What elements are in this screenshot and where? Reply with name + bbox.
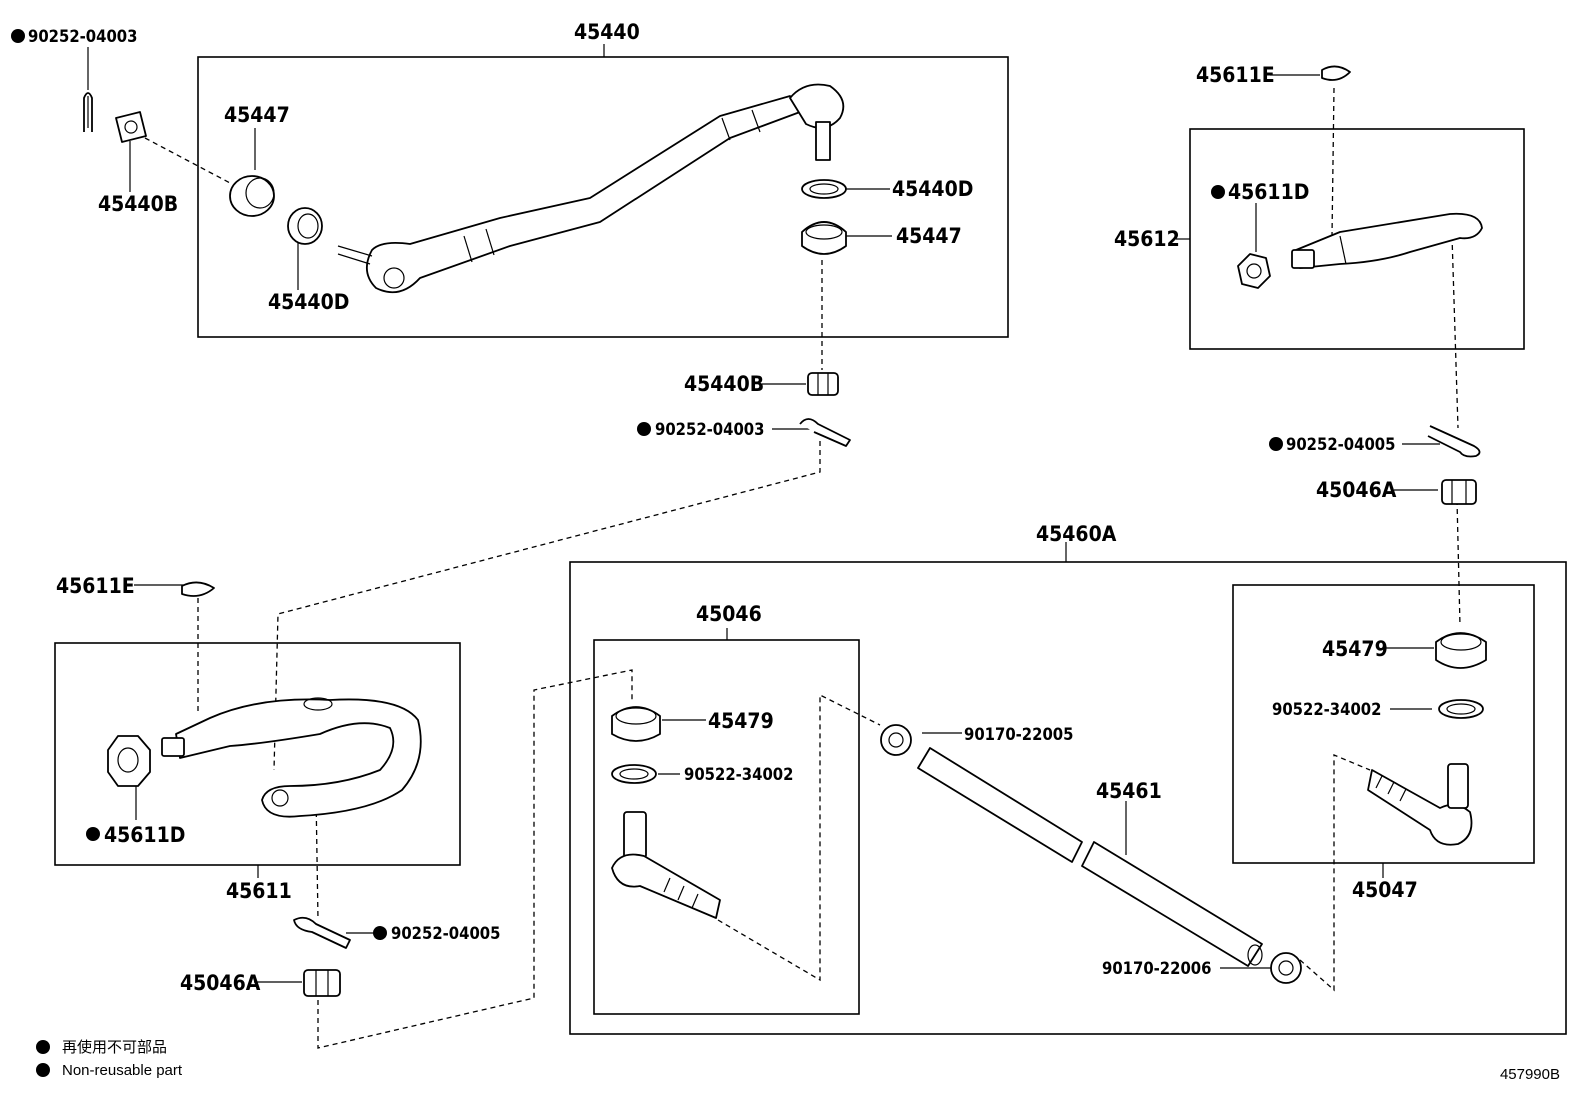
adjusting-tube-icon — [917, 747, 1263, 967]
label-45611D-top: 45611D — [1228, 180, 1309, 204]
label-90170-22005: 90170-22005 — [964, 725, 1073, 744]
castle-nut-icon — [1441, 479, 1477, 505]
knuckle-arm-icon — [161, 697, 422, 818]
castle-nut-icon — [303, 969, 341, 997]
label-45047: 45047 — [1352, 878, 1418, 902]
non-reusable-bullet-icon — [637, 422, 651, 436]
group-box-45440 — [197, 56, 1009, 338]
castle-nut-icon — [807, 372, 839, 396]
seal-ring-icon — [1438, 699, 1484, 719]
label-45440B-left: 45440B — [98, 192, 178, 216]
dust-seal-icon — [801, 221, 847, 255]
tube-clamp-icon — [880, 724, 912, 756]
label-45046: 45046 — [696, 602, 762, 626]
drag-link-icon — [337, 83, 845, 294]
label-45611E-top: 45611E — [1196, 63, 1275, 87]
cotter-pin-icon — [799, 418, 851, 447]
label-45440: 45440 — [574, 20, 640, 44]
label-45440B-middle: 45440B — [684, 372, 764, 396]
seal-ring-icon — [801, 179, 847, 199]
dust-seal-icon — [611, 706, 661, 742]
non-reusable-bullet-icon — [36, 1040, 50, 1054]
label-45440D-left: 45440D — [268, 290, 349, 314]
tie-rod-end-icon — [611, 811, 721, 919]
legend-row-en: Non-reusable part — [36, 1062, 182, 1079]
label-45440D-right: 45440D — [892, 177, 973, 201]
castle-nut-icon — [115, 111, 147, 143]
non-reusable-bullet-icon — [11, 29, 25, 43]
hex-nut-icon — [1237, 253, 1271, 289]
woodruff-key-icon — [1321, 65, 1351, 81]
dust-seal-icon — [229, 175, 275, 217]
label-90252-04003-top: 90252-04003 — [28, 27, 137, 46]
label-90522-34002-right: 90522-34002 — [1272, 700, 1381, 719]
label-45046A-right: 45046A — [1316, 478, 1397, 502]
tie-rod-end-icon — [1367, 763, 1473, 846]
non-reusable-bullet-icon — [1211, 185, 1225, 199]
dust-seal-icon — [1435, 632, 1487, 669]
label-90252-04003-middle: 90252-04003 — [655, 420, 764, 439]
cotter-pin-icon — [1427, 425, 1481, 458]
label-90252-04005-right: 90252-04005 — [1286, 435, 1395, 454]
legend-row-jp: 再使用不可部品 — [36, 1036, 167, 1057]
non-reusable-bullet-icon — [86, 827, 100, 841]
label-90522-34002-left: 90522-34002 — [684, 765, 793, 784]
seal-ring-icon — [611, 764, 657, 784]
legend-en-text: Non-reusable part — [62, 1062, 183, 1079]
label-45479-left: 45479 — [708, 709, 774, 733]
hex-nut-icon — [107, 735, 151, 787]
label-45461: 45461 — [1096, 779, 1162, 803]
legend-jp-text: 再使用不可部品 — [62, 1039, 168, 1056]
label-45611D-left: 45611D — [104, 823, 185, 847]
non-reusable-bullet-icon — [373, 926, 387, 940]
woodruff-key-icon — [181, 581, 215, 597]
pitman-arm-icon — [1291, 212, 1483, 269]
non-reusable-bullet-icon — [1269, 437, 1283, 451]
group-box-45047 — [1232, 584, 1535, 864]
tube-clamp-icon — [1270, 952, 1302, 984]
leader-lines — [87, 44, 1440, 983]
label-45479-right: 45479 — [1322, 637, 1388, 661]
label-45447-left: 45447 — [224, 103, 290, 127]
label-90252-04005-left: 90252-04005 — [391, 924, 500, 943]
label-45447-right: 45447 — [896, 224, 962, 248]
label-45460A: 45460A — [1036, 522, 1117, 546]
group-box-45460A — [569, 561, 1567, 1035]
dashed-connections — [144, 87, 1461, 1049]
cotter-pin-icon — [293, 916, 351, 949]
label-45611E-left: 45611E — [56, 574, 135, 598]
diagram-reference-code: 457990B — [1499, 1066, 1560, 1083]
label-90170-22006: 90170-22006 — [1102, 959, 1211, 978]
label-45046A-left: 45046A — [180, 971, 261, 995]
seal-ring-icon — [287, 207, 323, 245]
cotter-pin-icon — [83, 92, 93, 132]
label-45611: 45611 — [226, 879, 292, 903]
non-reusable-bullet-icon — [36, 1063, 50, 1077]
label-45612: 45612 — [1114, 227, 1180, 251]
